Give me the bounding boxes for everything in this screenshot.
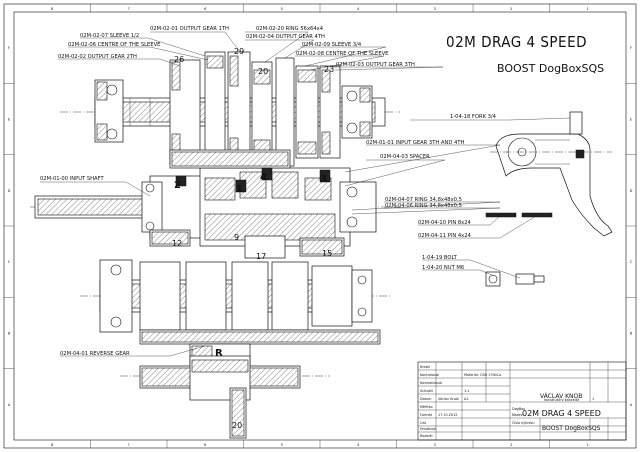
border-letter-left-E: E xyxy=(8,118,10,122)
border-letter-right-C: C xyxy=(630,260,633,264)
callout-ring-06: 02M-04-06 RING 34,8x48x0,5 xyxy=(385,203,462,209)
callout-input-gear: 02M-01-01 INPUT GEAR 3TH AND 4TH xyxy=(366,140,464,146)
part-number-23: 23 xyxy=(324,65,334,74)
callout-pin-11: 02M-04-11 PIN 4x24 xyxy=(418,233,472,239)
reverse-idler-assembly xyxy=(120,355,330,439)
border-letter-right-E: E xyxy=(630,118,632,122)
border-number-top-1: 1 xyxy=(587,7,589,11)
part-number-29: 29 xyxy=(234,47,244,56)
border-number-bottom-6: 6 xyxy=(204,443,206,447)
tb-material: Materiál: ČSN 17Ni4-a xyxy=(464,372,501,377)
callout-centre-sleeve-2: 02M-02-08 CENTRE OF THE SLEEVE xyxy=(296,51,388,57)
border-number-bottom-2: 2 xyxy=(510,443,512,447)
tb-date: 17.10.2012 xyxy=(438,413,457,417)
border-number-top-7: 7 xyxy=(128,7,130,11)
border-letter-right-B: B xyxy=(630,332,633,336)
callout-fork: 1-04-18 FORK 3/4 xyxy=(450,114,497,120)
border-number-top-4: 4 xyxy=(357,7,359,11)
tb-company-sub: konstrukční kancelář xyxy=(544,398,580,402)
border-number-top-2: 2 xyxy=(510,7,512,11)
counter-shaft-assembly xyxy=(80,259,390,365)
callout-output-gear-1: 02M-02-01 OUTPUT GEAR 1TH xyxy=(150,26,229,32)
tb-sheet: 1 xyxy=(592,397,594,401)
tb-drawn-by: Václav Knob xyxy=(438,397,459,401)
tb-label-rozmer: Rozměr xyxy=(420,434,433,438)
tb-label-hmotnost: Hmotnost xyxy=(420,427,437,431)
tb-label-format: Formát xyxy=(420,413,433,417)
gear-mark-1: 1 xyxy=(236,184,243,195)
border-number-bottom-8: 8 xyxy=(51,443,53,447)
callout-bolt: 1-04-19 BOLT xyxy=(422,255,458,261)
tb-format: A1 xyxy=(464,397,468,401)
border-number-bottom-3: 3 xyxy=(434,443,436,447)
border-number-bottom-5: 5 xyxy=(281,443,283,447)
callout-sleeve-3-4: 02M-02-09 SLEEVE 3/4 xyxy=(302,42,362,48)
border-letter-right-D: D xyxy=(630,189,633,193)
tb-label-kontroloval: Kontroloval xyxy=(420,373,439,377)
callout-input-shaft: 02M-01-00 INPUT SHAFT xyxy=(40,176,104,182)
border-number-bottom-1: 1 xyxy=(587,443,589,447)
border-letter-left-B: B xyxy=(8,332,11,336)
leader-lines xyxy=(40,31,571,357)
tb-label-meritko: Měřítko xyxy=(420,405,433,409)
border-letter-right-A: A xyxy=(630,403,633,407)
callout-sleeve-1-2: 02M-02-07 SLEEVE 1/2 xyxy=(80,33,139,39)
input-shaft-assembly xyxy=(30,149,400,259)
callout-output-gear-3: 02M-02-03 OUTPUT GEAR 3TH xyxy=(336,62,415,68)
border-letter-left-F: F xyxy=(8,46,10,50)
tb-drawing-sub: BOOST DogBoxSQS xyxy=(542,425,601,432)
callout-nut: 1-04-20 NUT M6 xyxy=(422,265,464,271)
callout-output-gear-4: 02M-02-04 OUTPUT GEAR 4TH xyxy=(246,34,325,40)
callout-output-gear-2: 02M-02-02 OUTPUT GEAR 2TH xyxy=(58,54,137,60)
gear-mark-3: 3 xyxy=(320,174,327,185)
drawing-title: 02M DRAG 4 SPEED xyxy=(446,33,587,51)
part-number-15: 15 xyxy=(322,249,332,258)
part-number-26: 26 xyxy=(174,55,184,64)
border-letter-left-C: C xyxy=(8,260,11,264)
tb-label-kreslil: Kreslil xyxy=(420,365,430,369)
gear-mark-2: 2 xyxy=(174,180,181,191)
tb-label-cislo: Číslo výkresu xyxy=(512,420,534,425)
tb-scale: 1:1 xyxy=(464,389,469,393)
part-number-12: 12 xyxy=(172,239,182,248)
output-shaft-assembly xyxy=(60,51,400,173)
border-letter-left-A: A xyxy=(8,403,11,407)
title-block: Kreslil Kontroloval Normalizoval Schváli… xyxy=(417,361,627,441)
callout-ring: 02M-02-20 RING 56x64x4 xyxy=(256,26,324,32)
border-number-top-8: 8 xyxy=(51,7,53,11)
part-numbers: 26 29 20 23 12 9 17 15 20 xyxy=(172,47,334,430)
tb-drawing-name: 02M DRAG 4 SPEED xyxy=(522,409,601,418)
border-number-bottom-7: 7 xyxy=(128,443,130,447)
gear-marks: 2 1 4 3 R xyxy=(174,172,327,359)
part-number-20-top: 20 xyxy=(258,67,268,76)
border-number-bottom-4: 4 xyxy=(357,443,359,447)
callout-ring-07: 02M-04-07 RING 34,8x48x0,5 xyxy=(385,197,462,203)
tb-company: VÁCLAV KNOB xyxy=(540,393,582,400)
border-letter-right-F: F xyxy=(630,46,632,50)
tb-label-nazev: Název xyxy=(512,413,523,417)
tb-label-schvalil: Schválil xyxy=(420,389,433,393)
tb-label-datum: Datum xyxy=(420,397,432,401)
part-number-17: 17 xyxy=(256,252,266,261)
border-letter-left-D: D xyxy=(8,189,11,193)
callout-reverse-gear: 02M-04-01 REVERSE GEAR xyxy=(60,351,130,357)
shift-fork-3-4 xyxy=(485,111,613,287)
tb-label-list: List xyxy=(420,421,427,425)
part-number-20-bottom: 20 xyxy=(232,421,242,430)
callout-pin-10: 02M-04-10 PIN 8x24 xyxy=(418,220,472,226)
callouts: 02M-02-01 OUTPUT GEAR 1TH 02M-02-07 SLEE… xyxy=(40,26,497,357)
gear-mark-r: R xyxy=(215,348,223,359)
border-number-top-3: 3 xyxy=(434,7,436,11)
callout-spacer: 02M-04-03 SPACER xyxy=(380,154,430,160)
tb-label-normalizoval: Normalizoval xyxy=(420,381,442,385)
border-number-top-6: 6 xyxy=(204,7,206,11)
border-number-top-5: 5 xyxy=(281,7,283,11)
tb-category: DogBox xyxy=(512,407,525,411)
callout-centre-sleeve-1: 02M-02-06 CENTRE OF THE SLEEVE xyxy=(68,42,160,48)
drawing-subtitle: BOOST DogBoxSQS xyxy=(497,62,604,75)
part-number-9: 9 xyxy=(234,233,239,242)
gear-mark-4: 4 xyxy=(260,172,267,183)
